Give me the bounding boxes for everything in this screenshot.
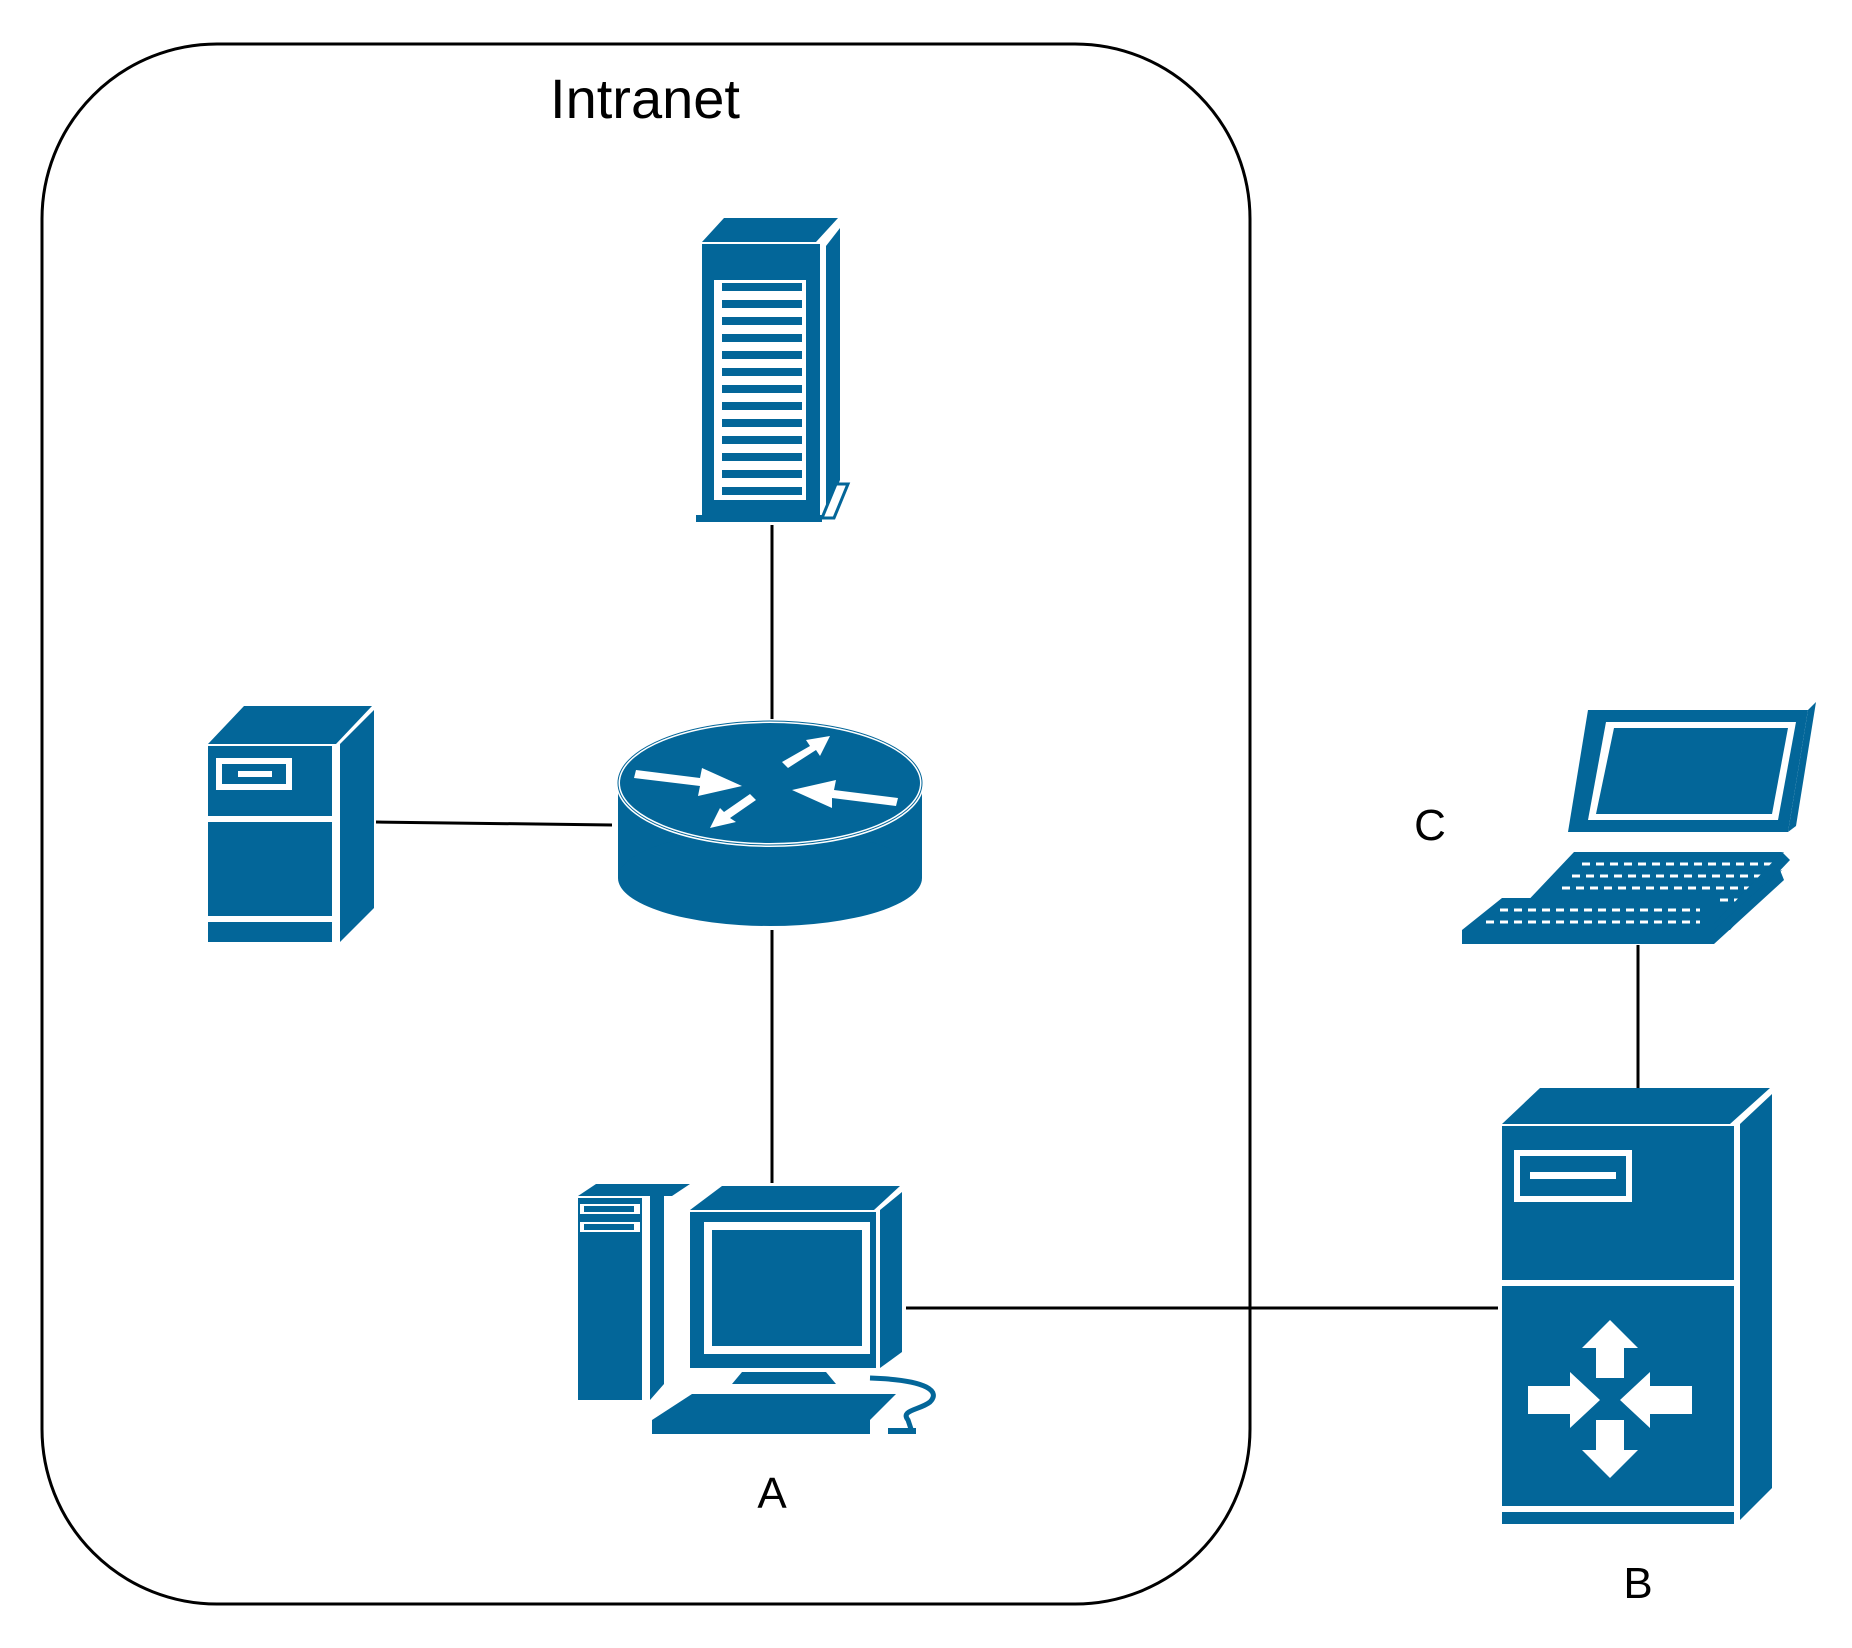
router-icon <box>616 719 924 926</box>
link-fileserver-router <box>375 820 613 827</box>
intranet-boundary <box>40 42 1252 1606</box>
layer3-switch-server-icon <box>1502 1088 1772 1524</box>
workstation-icon <box>578 1184 936 1434</box>
file-server-icon <box>208 706 374 942</box>
label-c: C <box>1414 801 1446 850</box>
label-b: B <box>1623 1559 1652 1608</box>
links <box>375 525 1640 1310</box>
rack-server-icon <box>696 218 851 522</box>
label-a: A <box>757 1469 787 1518</box>
intranet-title: Intranet <box>550 67 740 130</box>
laptop-icon <box>1462 702 1816 944</box>
